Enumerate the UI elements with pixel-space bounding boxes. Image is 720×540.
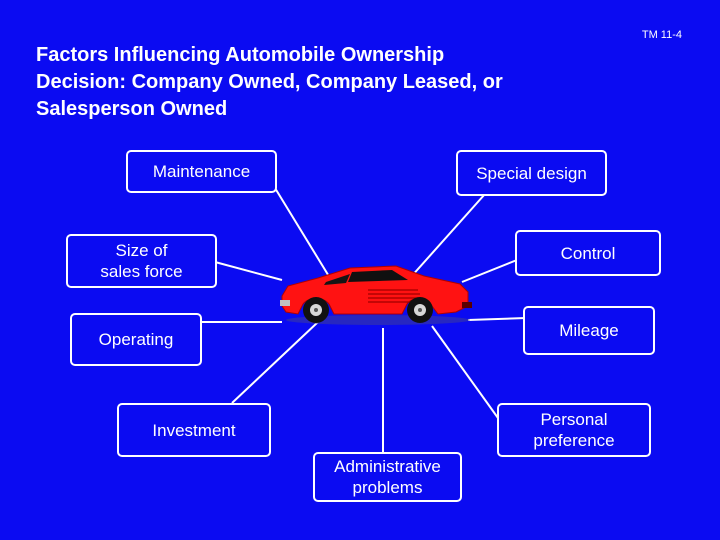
factor-personal-preference-label: Personal preference	[533, 410, 615, 450]
connector-maintenance	[274, 187, 331, 279]
factor-special-design-label: Special design	[476, 163, 587, 183]
factor-maintenance: Maintenance	[126, 150, 277, 193]
connector-personal-preference	[431, 325, 499, 419]
connector-size-of-sales-force	[214, 261, 283, 281]
factor-control: Control	[515, 230, 661, 276]
factor-control-label: Control	[560, 243, 616, 263]
title-line-2: Decision: Company Owned, Company Leased,…	[36, 71, 503, 93]
factor-operating-label: Operating	[98, 330, 174, 349]
title-line-3: Salesperson Owned	[36, 98, 228, 120]
factor-special-design: Special design	[456, 150, 607, 196]
connector-control	[461, 257, 523, 283]
connector-mileage	[467, 317, 527, 321]
slide-title: Factors Influencing Automobile Ownership…	[36, 42, 636, 123]
title-line-1: Factors Influencing Automobile Ownership	[36, 44, 445, 66]
factor-size-of-sales-force: Size of sales force	[66, 234, 217, 288]
factor-mileage: Mileage	[523, 306, 655, 355]
factor-mileage-label: Mileage	[559, 321, 619, 340]
factor-size-of-sales-force-label: Size of sales force	[100, 241, 183, 281]
red-sports-car-icon	[280, 265, 472, 325]
factor-operating: Operating	[70, 313, 202, 366]
factor-administrative-problems-label: Administrative problems	[334, 457, 441, 497]
connector-special-design	[409, 193, 486, 279]
factor-maintenance-label: Maintenance	[152, 162, 251, 181]
factor-investment-label: Investment	[152, 420, 236, 440]
factor-administrative-problems: Administrative problems	[313, 452, 462, 502]
factor-personal-preference: Personal preference	[497, 403, 651, 457]
factor-investment: Investment	[117, 403, 271, 457]
slide-tag: TM 11-4	[641, 29, 682, 41]
connector-investment	[231, 321, 319, 404]
